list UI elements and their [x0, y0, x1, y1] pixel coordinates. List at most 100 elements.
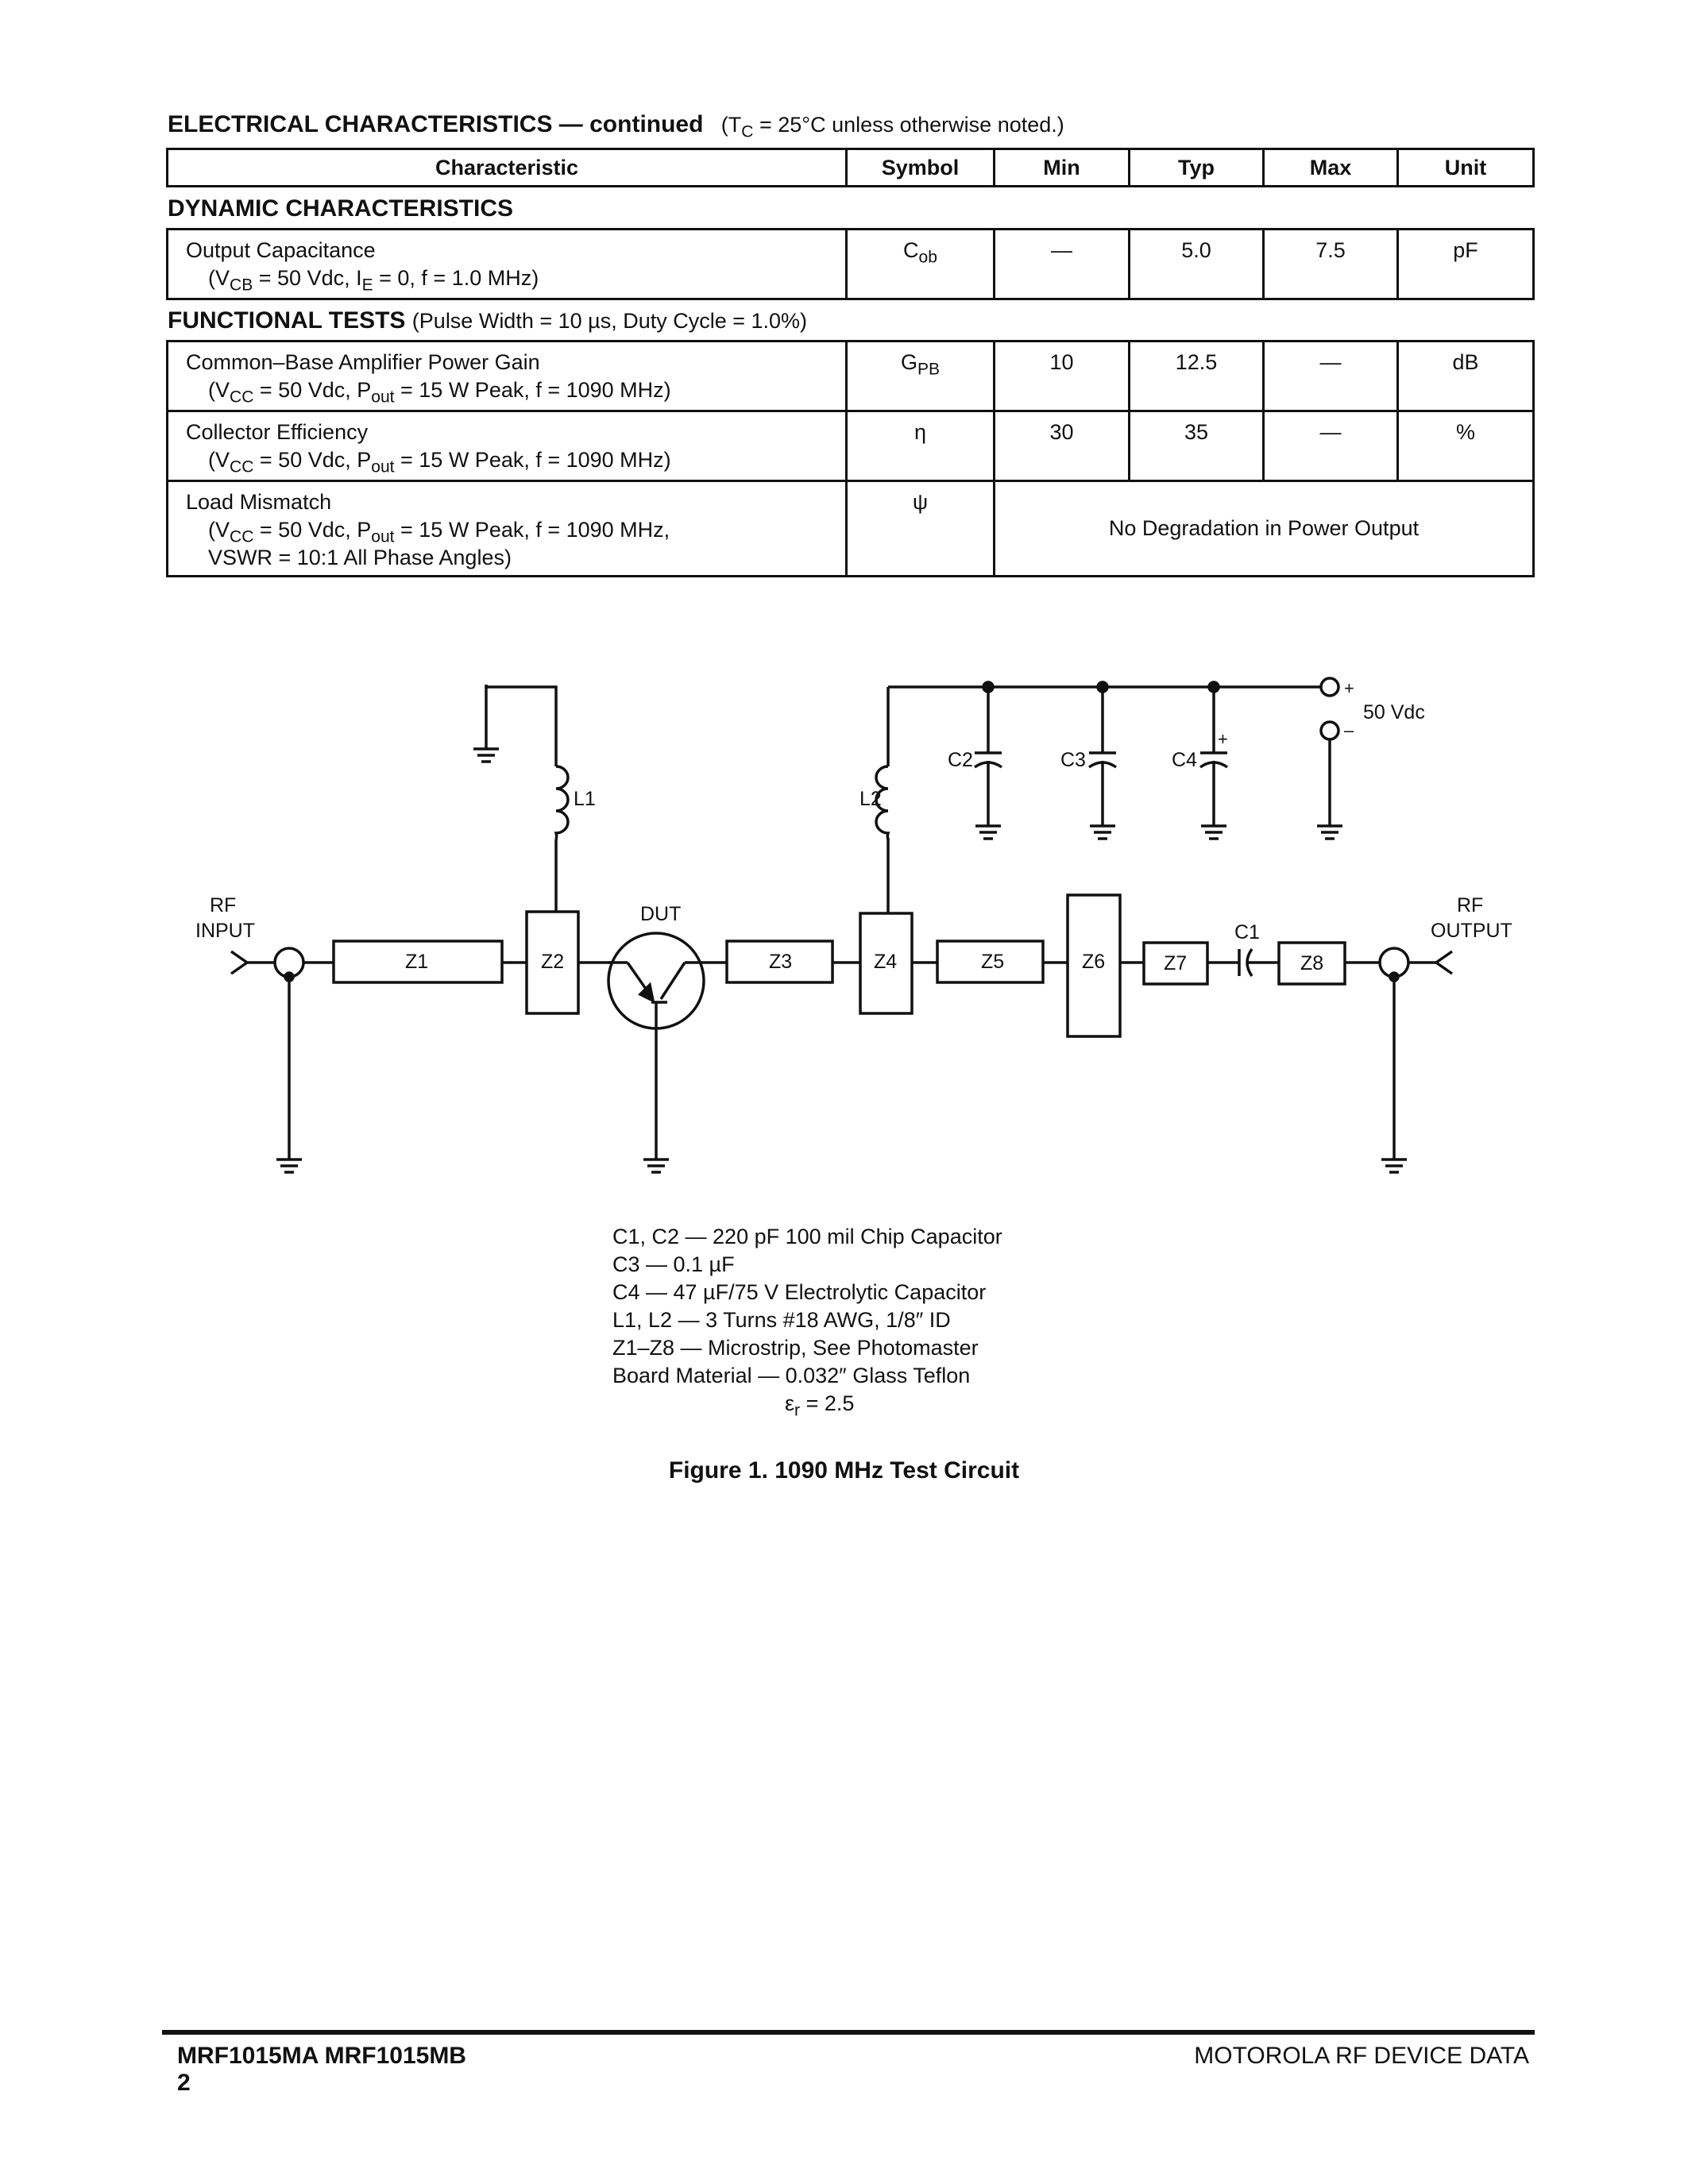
- parts-list: C1, C2 — 220 pF 100 mil Chip Capacitor C…: [612, 1223, 1002, 1418]
- z7-label: Z7: [1164, 952, 1187, 974]
- footer-left: MRF1015MA MRF1015MB 2: [177, 2043, 466, 2097]
- c2-capacitor: C2: [948, 687, 1003, 840]
- symbol-cell: Cob: [845, 228, 995, 300]
- typ-cell: 12.5: [1128, 340, 1265, 412]
- l1-label: L1: [574, 788, 596, 810]
- c2-label: C2: [948, 749, 973, 771]
- typ-cell: 5.0: [1128, 228, 1265, 300]
- table-row: Common–Base Amplifier Power Gain (VCC = …: [166, 340, 1535, 412]
- dut-label: DUT: [640, 903, 681, 925]
- note-sub: C: [741, 122, 754, 141]
- c3-capacitor: C3: [1060, 687, 1118, 840]
- dut-transistor: DUT: [607, 903, 727, 1174]
- dynamic-heading: DYNAMIC CHARACTERISTICS: [168, 195, 513, 222]
- min-cell: 30: [993, 410, 1130, 482]
- unit-cell: %: [1396, 410, 1535, 482]
- rf-output-label-1: RF: [1457, 894, 1483, 916]
- col-max: Max: [1262, 148, 1399, 187]
- l2-label: L2: [859, 788, 882, 810]
- supply-label: 50 Vdc: [1363, 701, 1425, 723]
- z2-microstrip: [525, 910, 580, 1015]
- c4-capacitor: C4 +: [1172, 687, 1229, 840]
- rf-input-label-1: RF: [210, 894, 236, 916]
- z8-microstrip: [1277, 941, 1346, 986]
- l2-inductor: L2: [859, 687, 890, 913]
- section-title: ELECTRICAL CHARACTERISTICS — continued (…: [168, 111, 1064, 140]
- z6-microstrip: [1066, 893, 1122, 1038]
- symbol-cell: η: [845, 410, 995, 482]
- unit-cell: pF: [1396, 228, 1535, 300]
- rf-input-connector: RF INPUT: [195, 894, 334, 1174]
- list-item: C3 — 0.1 µF: [612, 1252, 735, 1276]
- characteristic-name: Output Capacitance: [186, 238, 376, 262]
- note-pre: (T: [720, 113, 742, 137]
- functional-table: Common–Base Amplifier Power Gain (VCC = …: [166, 340, 1535, 577]
- span-cell: No Degradation in Power Output: [993, 480, 1535, 577]
- col-symbol: Symbol: [845, 148, 995, 187]
- max-cell: —: [1262, 340, 1399, 412]
- footer-rule: [162, 2030, 1535, 2035]
- footer-part-numbers: MRF1015MA MRF1015MB: [177, 2043, 466, 2069]
- dynamic-table: Output Capacitance (VCB = 50 Vdc, IE = 0…: [166, 228, 1535, 300]
- z6-label: Z6: [1082, 951, 1105, 973]
- z7-microstrip: [1142, 941, 1209, 986]
- list-item: C1, C2 — 220 pF 100 mil Chip Capacitor: [612, 1225, 1002, 1248]
- col-typ: Typ: [1128, 148, 1265, 187]
- column-header-table: Characteristic Symbol Min Typ Max Unit: [166, 148, 1535, 187]
- z1-microstrip: [332, 940, 504, 984]
- z4-microstrip: [859, 912, 914, 1015]
- z2-label: Z2: [541, 951, 564, 973]
- functional-heading-text: FUNCTIONAL TESTS: [168, 307, 406, 334]
- z3-label: Z3: [769, 951, 792, 973]
- figure-caption: Figure 1. 1090 MHz Test Circuit: [668, 1457, 1020, 1484]
- c4-label: C4: [1172, 749, 1197, 771]
- title-note: (TC = 25°C unless otherwise noted.): [720, 113, 1064, 140]
- z1-label: Z1: [405, 951, 428, 973]
- z4-label: Z4: [874, 951, 897, 973]
- symbol-cell: GPB: [845, 340, 995, 412]
- max-cell: —: [1262, 410, 1399, 482]
- col-min: Min: [993, 148, 1130, 187]
- min-cell: 10: [993, 340, 1130, 412]
- test-circuit-diagram: L1 L2 + – 50 Vdc C2: [195, 677, 1512, 1174]
- table-row: Output Capacitance (VCB = 50 Vdc, IE = 0…: [166, 228, 1535, 300]
- table-row: Load Mismatch (VCC = 50 Vdc, Pout = 15 W…: [166, 480, 1535, 577]
- rf-input-label-2: INPUT: [195, 920, 255, 942]
- characteristic-cell: Load Mismatch (VCC = 50 Vdc, Pout = 15 W…: [166, 480, 848, 577]
- c1-label: C1: [1234, 921, 1260, 943]
- table-row: Collector Efficiency (VCC = 50 Vdc, Pout…: [166, 410, 1535, 482]
- c1-capacitor: C1: [1234, 921, 1279, 978]
- supply-plus: +: [1344, 678, 1354, 698]
- col-unit: Unit: [1396, 148, 1535, 187]
- l1-inductor: L1: [485, 685, 596, 915]
- list-item: Board Material — 0.032″ Glass Teflon: [612, 1364, 971, 1387]
- characteristic-cell: Common–Base Amplifier Power Gain (VCC = …: [166, 340, 848, 412]
- list-item: Z1–Z8 — Microstrip, See Photomaster: [612, 1336, 979, 1360]
- characteristic-cell: Output Capacitance (VCB = 50 Vdc, IE = 0…: [166, 228, 848, 300]
- symbol-cell: ψ: [845, 480, 995, 577]
- functional-heading-note: (Pulse Width = 10 µs, Duty Cycle = 1.0%): [411, 309, 808, 333]
- rf-output-label-2: OUTPUT: [1431, 920, 1512, 942]
- rf-output-connector: RF OUTPUT: [1378, 894, 1512, 1174]
- max-cell: 7.5: [1262, 228, 1399, 300]
- list-item: C4 — 47 µF/75 V Electrolytic Capacitor: [612, 1280, 987, 1304]
- functional-heading: FUNCTIONAL TESTS (Pulse Width = 10 µs, D…: [168, 307, 807, 334]
- z8-label: Z8: [1300, 952, 1323, 974]
- dielectric-constant: εr = 2.5: [785, 1391, 855, 1420]
- page-number: 2: [177, 2070, 191, 2096]
- footer-right: MOTOROLA RF DEVICE DATA: [1194, 2043, 1529, 2069]
- c4-plus: +: [1218, 729, 1228, 749]
- c3-label: C3: [1060, 749, 1086, 771]
- typ-cell: 35: [1128, 410, 1265, 482]
- characteristic-cell: Collector Efficiency (VCC = 50 Vdc, Pout…: [166, 410, 848, 482]
- col-characteristic: Characteristic: [166, 148, 848, 187]
- supply-minus: –: [1344, 720, 1354, 740]
- z5-microstrip: [936, 940, 1045, 984]
- note-post: = 25°C unless otherwise noted.): [753, 113, 1064, 137]
- list-item: L1, L2 — 3 Turns #18 AWG, 1/8″ ID: [612, 1308, 951, 1332]
- unit-cell: dB: [1396, 340, 1535, 412]
- min-cell: —: [993, 228, 1130, 300]
- ground-icon: [473, 687, 499, 763]
- condition: (VCB = 50 Vdc, IE = 0, f = 1.0 MHz): [208, 266, 539, 295]
- title-text: ELECTRICAL CHARACTERISTICS — continued: [168, 111, 704, 137]
